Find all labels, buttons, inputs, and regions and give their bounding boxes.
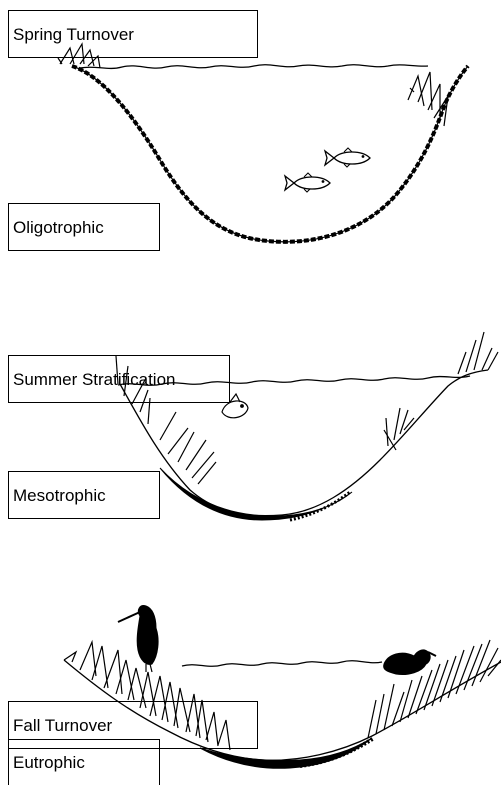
fish-icon <box>285 173 330 192</box>
stage-label-spring: Spring Turnover <box>8 10 258 58</box>
stage-label-summer: Summer Stratification <box>8 355 230 403</box>
sediment-layer <box>160 468 352 520</box>
duck-icon <box>384 650 436 675</box>
trophic-label-oligotrophic: Oligotrophic <box>8 203 160 251</box>
trophic-label-eutrophic: Eutrophic <box>8 739 160 785</box>
heron-icon <box>118 606 158 672</box>
trophic-label-mesotrophic: Mesotrophic <box>8 471 160 519</box>
grass-clump-icon <box>408 72 448 126</box>
water-surface <box>80 65 428 69</box>
grass-clump-icon <box>458 332 498 374</box>
water-surface <box>182 661 382 667</box>
fish-icon <box>325 148 370 167</box>
